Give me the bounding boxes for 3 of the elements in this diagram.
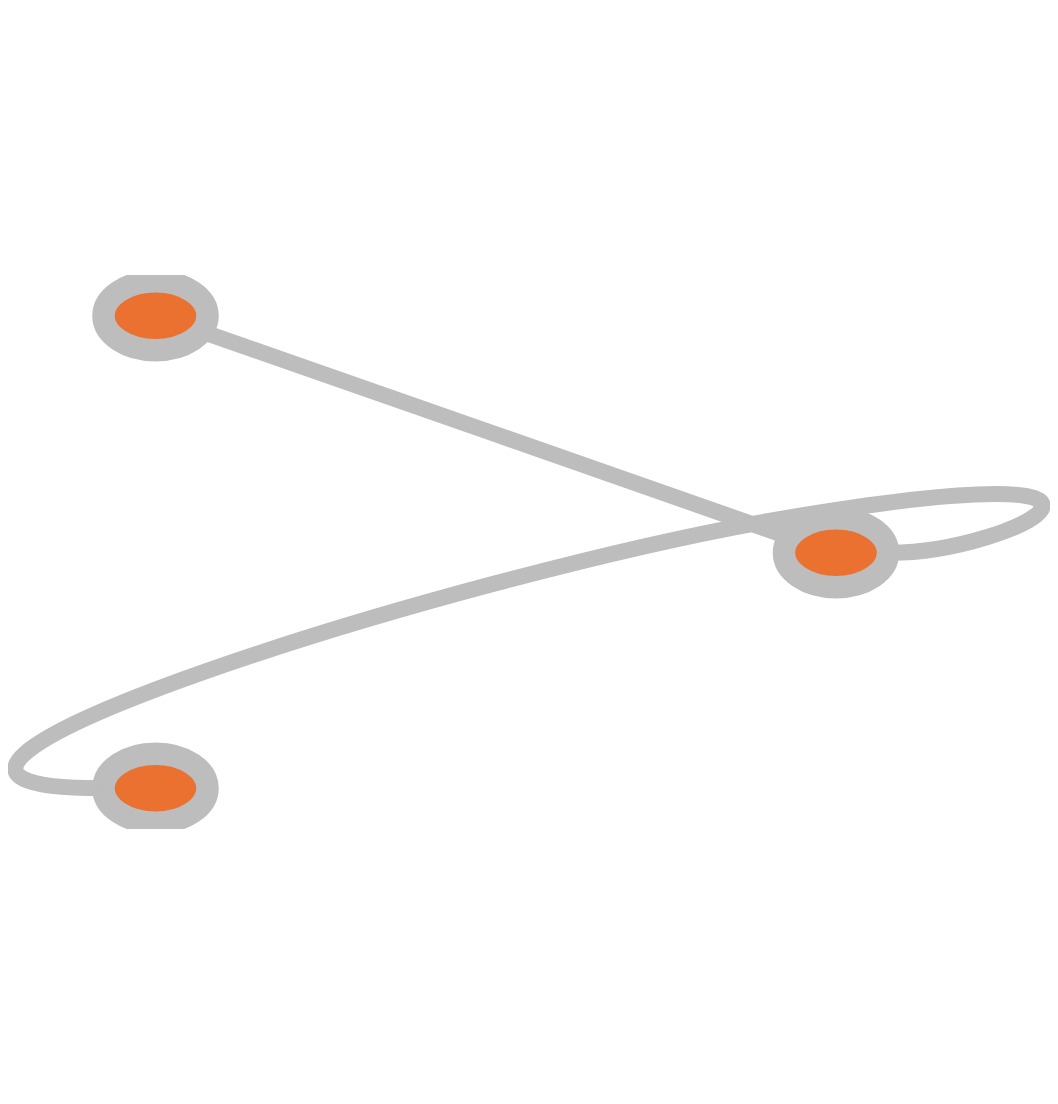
- connector: [11, 486, 1048, 797]
- node-circle: [92, 275, 219, 362]
- node-circle: [92, 742, 219, 829]
